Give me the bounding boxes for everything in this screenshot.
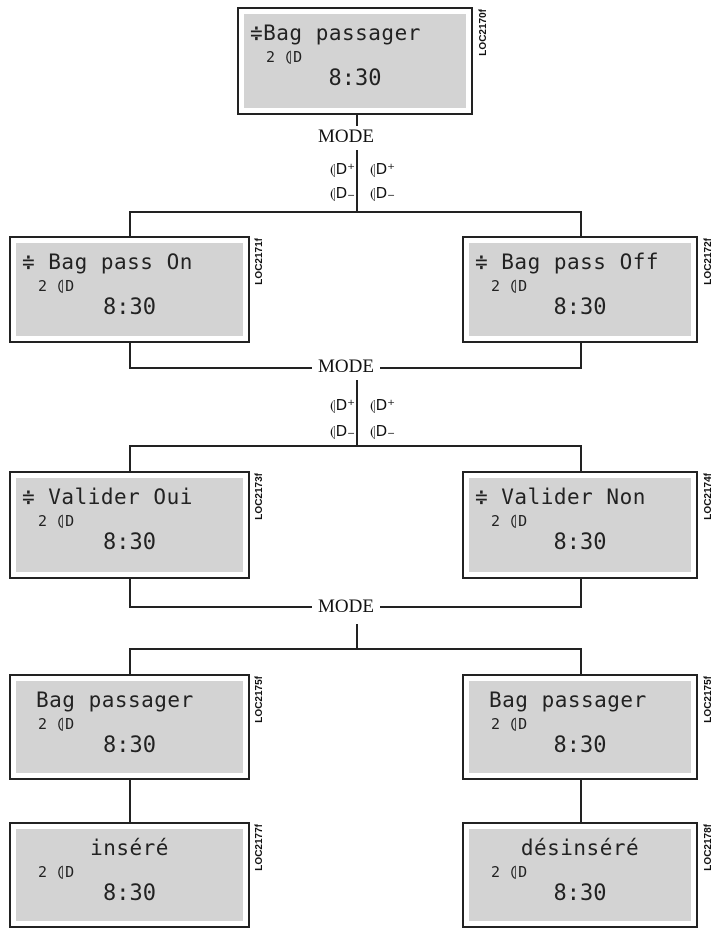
plus-button-icon: ⦇D⁺ [370,396,396,414]
plus-button-icon: ⦇D⁺ [330,396,356,414]
minus-button-icon: ⦇D₋ [370,184,396,202]
connector-line [129,211,582,213]
lcd-line-2: 2 ⦇D [38,277,75,295]
figure-code: LOC2172f [703,238,714,285]
lcd-clock: 8:30 [553,733,607,758]
plus-button-icon: ⦇D⁺ [370,160,396,178]
connector-line [580,779,582,823]
lcd-line-2: 2 ⦇D [38,715,75,733]
lcd-line-1: ≑ Valider Non [475,485,646,509]
figure-code: LOC2177f [254,824,265,871]
connector-line [129,578,131,607]
connector-line [356,114,358,130]
minus-button-icon: ⦇D₋ [330,184,356,202]
connector-line [129,445,131,472]
lcd-clock: 8:30 [553,295,607,320]
lcd-line-1: Bag passager [36,688,194,712]
connector-line [356,150,358,212]
figure-code: LOC2173f [254,473,265,520]
mode-label: MODE [312,126,380,148]
connector-line [129,648,131,675]
lcd-line-2: 2 ⦇D [491,512,528,530]
figure-code: LOC2170f [478,9,489,56]
lcd-clock: 8:30 [553,881,607,906]
lcd-line-1: inséré [90,836,169,860]
connector-line [580,211,582,237]
connector-line [580,578,582,607]
lcd-screen-bag-passager-right: Bag passager 2 ⦇D 8:30 [462,674,698,780]
figure-code: LOC2175f [703,676,714,723]
lcd-line-2: 2 ⦇D [38,512,75,530]
lcd-line-1: ≑ Bag pass Off [475,250,660,274]
minus-button-icon: ⦇D₋ [370,422,396,440]
lcd-screen-bag-passager-left: Bag passager 2 ⦇D 8:30 [9,674,250,780]
connector-line [580,648,582,675]
lcd-clock: 8:30 [103,295,156,320]
figure-code: LOC2175f [254,676,265,723]
lcd-screen-valider-oui: ≑ Valider Oui 2 ⦇D 8:30 [9,471,250,579]
lcd-line-1: Bag passager [489,688,647,712]
connector-line [129,648,582,650]
lcd-screen-insere: inséré 2 ⦇D 8:30 [9,822,250,928]
lcd-clock: 8:30 [103,530,156,555]
lcd-display: Bag passager 2 ⦇D 8:30 [16,681,243,773]
minus-button-icon: ⦇D₋ [330,422,356,440]
lcd-screen-bag-pass-on: ≑ Bag pass On 2 ⦇D 8:30 [9,236,250,343]
lcd-screen-bag-pass-off: ≑ Bag pass Off 2 ⦇D 8:30 [462,236,698,343]
lcd-clock: 8:30 [103,881,156,906]
lcd-display: ≑ Bag pass On 2 ⦇D 8:30 [16,243,243,336]
lcd-line-2: 2 ⦇D [491,863,528,881]
lcd-display: ≑ Valider Non 2 ⦇D 8:30 [469,478,691,572]
lcd-display: ≑ Bag pass Off 2 ⦇D 8:30 [469,243,691,336]
mode-label: MODE [312,596,380,618]
connector-line [129,211,131,237]
lcd-display: désinséré 2 ⦇D 8:30 [469,829,691,921]
lcd-screen-bag-passager: ≑Bag passager 2 ⦇D 8:30 [237,7,473,115]
lcd-line-1: ≑Bag passager [250,21,421,45]
lcd-display: ≑Bag passager 2 ⦇D 8:30 [244,14,466,108]
lcd-display: inséré 2 ⦇D 8:30 [16,829,243,921]
connector-line [129,445,582,447]
connector-line [356,624,358,649]
figure-code: LOC2174f [703,473,714,520]
connector-line [129,779,131,823]
connector-line [580,445,582,472]
lcd-line-1: ≑ Valider Oui [22,485,193,509]
plus-button-icon: ⦇D⁺ [330,160,356,178]
connector-line [129,342,131,368]
figure-code: LOC2178f [703,824,714,871]
lcd-line-2: 2 ⦇D [491,715,528,733]
connector-line [356,380,358,446]
figure-code: LOC2171f [254,238,265,285]
lcd-line-2: 2 ⦇D [38,863,75,881]
lcd-line-2: 2 ⦇D [266,48,303,66]
lcd-screen-desinsere: désinséré 2 ⦇D 8:30 [462,822,698,928]
lcd-display: Bag passager 2 ⦇D 8:30 [469,681,691,773]
mode-label: MODE [312,356,380,378]
lcd-clock: 8:30 [328,66,382,91]
lcd-display: ≑ Valider Oui 2 ⦇D 8:30 [16,478,243,572]
connector-line [580,342,582,368]
lcd-line-2: 2 ⦇D [491,277,528,295]
lcd-screen-valider-non: ≑ Valider Non 2 ⦇D 8:30 [462,471,698,579]
lcd-line-1: ≑ Bag pass On [22,250,193,274]
lcd-clock: 8:30 [103,733,156,758]
lcd-clock: 8:30 [553,530,607,555]
lcd-line-1: désinséré [520,836,640,860]
